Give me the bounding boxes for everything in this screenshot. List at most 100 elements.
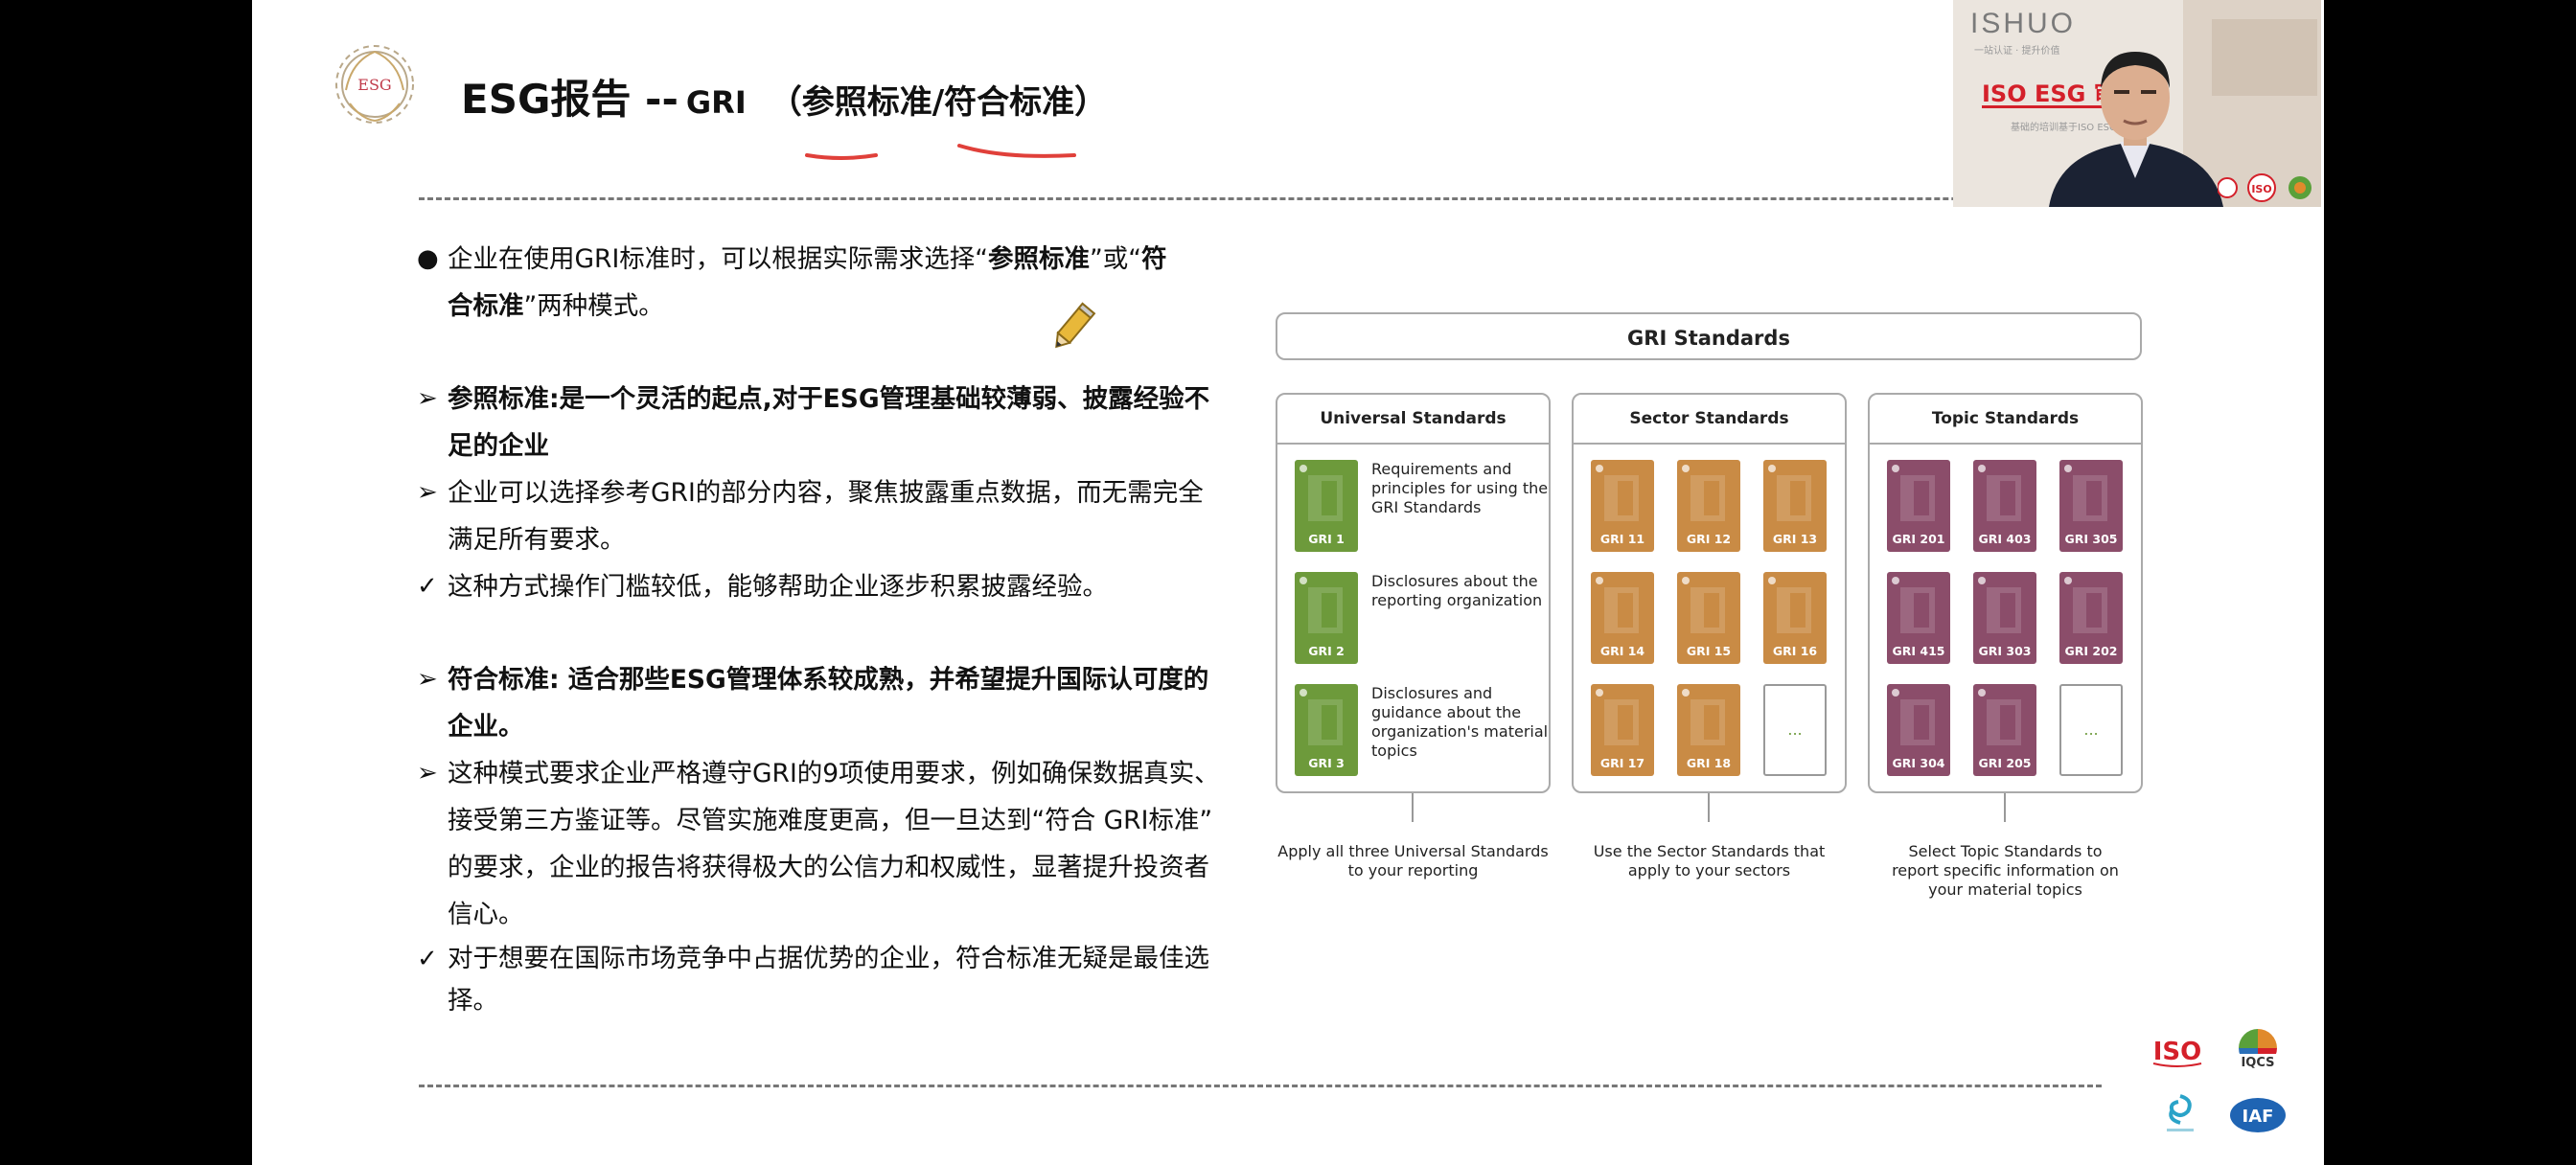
- book-gri-11: GRI 11: [1591, 460, 1654, 552]
- book-label: GRI 14: [1599, 644, 1645, 658]
- bullet-conformance-standard-detail: ➢ 这种模式要求企业严格遵守GRI的9项使用要求，例如确保数据真实、 接受第三方…: [417, 750, 1490, 938]
- book-label: GRI 17: [1599, 756, 1645, 770]
- book-label: GRI 403: [1978, 532, 2032, 546]
- bullet-marker: ➢: [417, 384, 438, 413]
- book-gri-1: GRI 1: [1295, 460, 1358, 552]
- page-title: ESG报告 --GRI（参照标准/符合标准）: [461, 67, 1107, 126]
- bullet-marker: ✓: [417, 572, 438, 601]
- topic-caption: Select Topic Standards to report specifi…: [1892, 842, 2119, 899]
- text-line: 满足所有要求。: [448, 525, 626, 555]
- svg-text:IQCS: IQCS: [2241, 1056, 2274, 1070]
- book-label: GRI 1: [1308, 532, 1345, 546]
- bottom-divider: [419, 1085, 2102, 1087]
- book-label: GRI 11: [1599, 532, 1645, 546]
- book-label: GRI 18: [1686, 756, 1732, 770]
- title-main: ESG报告 --: [461, 76, 678, 123]
- book-gri-14: GRI 14: [1591, 572, 1654, 664]
- gri-standards-diagram: GRI Standards Universal Standards GRI 1 …: [1276, 312, 2157, 925]
- book-gri-403: GRI 403: [1973, 460, 2036, 552]
- book-label: GRI 303: [1978, 644, 2032, 658]
- book-gri-17: GRI 17: [1591, 684, 1654, 776]
- universal-connector: [1412, 793, 1414, 822]
- text-line: 这种方式操作门槛较低，能够帮助企业逐步积累披露经验。: [448, 572, 1108, 602]
- book-label: GRI 305: [2064, 532, 2118, 546]
- webcam-banner-small: 基础的培训基于ISO ESG: [2011, 123, 2117, 133]
- book-gri-205: GRI 205: [1973, 684, 2036, 776]
- book-label: GRI 12: [1686, 532, 1732, 546]
- esg-logo-text: ESG: [357, 76, 391, 94]
- bullet-reference-standard-heading: ➢ 参照标准:是一个灵活的起点,对于ESG管理基础较薄弱、披露经验不 足的企业: [417, 376, 1490, 469]
- book-label: GRI 205: [1978, 756, 2032, 770]
- book-gri-201: GRI 201: [1887, 460, 1950, 552]
- text-line: 这种模式要求企业严格遵守GRI的9项使用要求，例如确保数据真实、: [448, 759, 1220, 788]
- book-gri-15: GRI 15: [1677, 572, 1740, 664]
- webcam-banner: ISO ESG 审: [1982, 80, 2117, 107]
- book-label: GRI 2: [1308, 644, 1345, 658]
- book-gri-415: GRI 415: [1887, 572, 1950, 664]
- bullet-intro: ● 企业在使用GRI标准时，可以根据实际需求选择“参照标准”或“符 合标准”两种…: [417, 236, 1490, 330]
- iaf-logo: IAF: [2230, 1098, 2286, 1132]
- book-label: GRI 201: [1892, 532, 1945, 546]
- presenter-person: [2049, 52, 2223, 207]
- book-gri-202: GRI 202: [2059, 572, 2123, 664]
- text-line: 接受第三方鉴证等。尽管实施难度更高，但一旦达到“符合 GRI标准”: [448, 806, 1213, 835]
- title-gri: GRI: [685, 84, 747, 121]
- text-line: 的要求，企业的报告将获得极大的公信力和权威性，显著提升投资者: [448, 853, 1209, 882]
- svg-text:ISO: ISO: [2153, 1038, 2202, 1066]
- universal-desc-1: Requirements and principles for using th…: [1371, 460, 1549, 516]
- text-line: 足的企业: [448, 431, 549, 461]
- bullet-marker: ●: [417, 244, 439, 273]
- book-label: GRI 304: [1892, 756, 1945, 770]
- bullet-marker: ➢: [417, 665, 438, 694]
- sector-more-placeholder: ...: [1763, 684, 1827, 776]
- text-bold: 参照标准: [988, 244, 1090, 274]
- sector-standards-column: Sector Standards GRI 11 GRI 12 GRI 13 GR…: [1572, 393, 1847, 793]
- book-label: GRI 16: [1772, 644, 1818, 658]
- bullet-list: ● 企业在使用GRI标准时，可以根据实际需求选择“参照标准”或“符 合标准”两种…: [417, 236, 1490, 1022]
- universal-desc-3: Disclosures and guidance about the organ…: [1371, 684, 1549, 760]
- book-label: GRI 202: [2064, 644, 2118, 658]
- bullet-marker: ✓: [417, 945, 438, 973]
- text-line: 对于想要在国际市场竞争中占据优势的企业，符合标准无疑是最佳选: [448, 944, 1209, 973]
- book-label: GRI 15: [1686, 644, 1732, 658]
- universal-caption: Apply all three Universal Standards to y…: [1277, 842, 1549, 879]
- presenter-webcam: ISHUO 一站认证 · 提升价值 ISO ESG 审 基础的培训基于ISO E…: [1953, 0, 2321, 207]
- bullet-conformance-standard-check: ✓ 对于想要在国际市场竞争中占据优势的企业，符合标准无疑是最佳选 择。: [417, 938, 1490, 1022]
- top-divider: [419, 197, 2121, 200]
- iso-logo: ISO: [2153, 1038, 2202, 1067]
- bullet-reference-standard-detail: ➢ 企业可以选择参考GRI的部分内容，聚焦披露重点数据，而无需完全 满足所有要求…: [417, 469, 1490, 563]
- text-bold: 合标准: [448, 291, 524, 321]
- topic-standards-column: Topic Standards GRI 201 GRI 403 GRI 305 …: [1868, 393, 2143, 793]
- text-line: 企业。: [448, 712, 524, 742]
- gri-standards-title: GRI Standards: [1276, 312, 2142, 360]
- book-label: GRI 415: [1892, 644, 1945, 658]
- webcam-banner-line: [1982, 105, 2126, 108]
- text-line: 企业可以选择参考GRI的部分内容，聚焦披露重点数据，而无需完全: [448, 478, 1204, 508]
- book-label: GRI 13: [1772, 532, 1818, 546]
- bullet-marker: ➢: [417, 478, 438, 507]
- text-segment: ”两种模式。: [523, 291, 664, 321]
- text-segment: ”或“: [1090, 244, 1141, 274]
- book-gri-303: GRI 303: [1973, 572, 2036, 664]
- topic-connector: [2004, 793, 2006, 822]
- sector-standards-heading: Sector Standards: [1574, 395, 1845, 445]
- universal-desc-2: Disclosures about the reporting organiza…: [1371, 572, 1543, 609]
- bullet-reference-standard-check: ✓ 这种方式操作门槛较低，能够帮助企业逐步积累披露经验。: [417, 563, 1490, 610]
- topic-standards-heading: Topic Standards: [1870, 395, 2141, 445]
- text-bold: 符: [1140, 244, 1167, 274]
- book-gri-12: GRI 12: [1677, 460, 1740, 552]
- sector-connector: [1708, 793, 1710, 822]
- book-gri-18: GRI 18: [1677, 684, 1740, 776]
- book-label: GRI 3: [1308, 756, 1345, 770]
- red-annotation-underline-1: [805, 153, 878, 160]
- webcam-badges: ISO: [2218, 173, 2312, 202]
- book-gri-305: GRI 305: [2059, 460, 2123, 552]
- iqcs-logo: IQCS: [2238, 1029, 2278, 1070]
- esg-wreath-logo: ESG: [335, 45, 414, 124]
- book-gri-3: GRI 3: [1295, 684, 1358, 776]
- swirl-certification-logo: [2167, 1094, 2194, 1131]
- book-gri-304: GRI 304: [1887, 684, 1950, 776]
- sector-caption: Use the Sector Standards that apply to y…: [1593, 842, 1826, 879]
- red-annotation-underline-2: [957, 144, 1076, 158]
- pencil-cursor-icon: [1055, 302, 1096, 349]
